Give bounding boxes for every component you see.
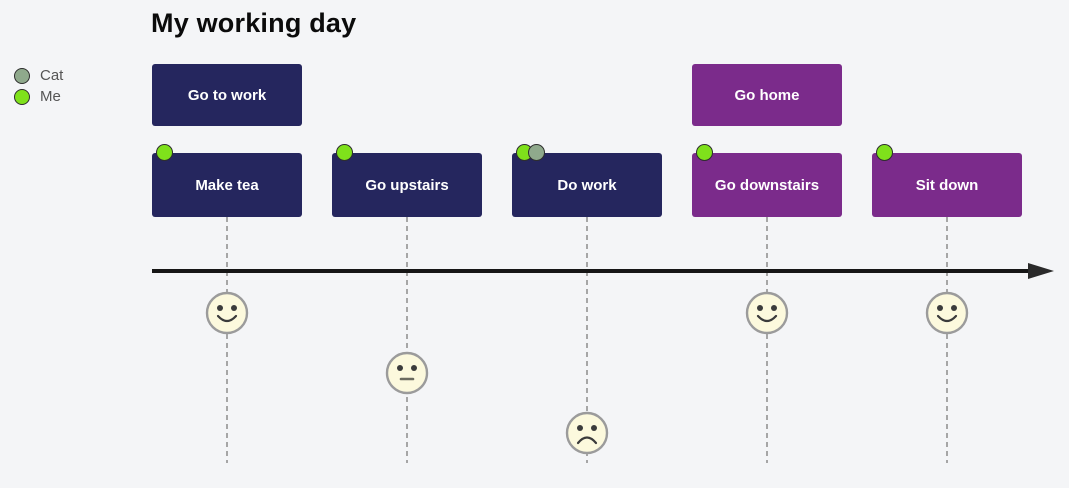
task-go-upstairs: Go upstairs (332, 144, 482, 217)
section-header-label: Go to work (187, 86, 267, 104)
legend-label-cat: Cat (40, 67, 64, 84)
time-axis-arrowhead-icon (1028, 263, 1054, 279)
legend-label-me: Me (40, 88, 61, 105)
me-actor-dot-icon (696, 144, 713, 161)
me-actor-dot-icon (876, 144, 893, 161)
diagram-title: My working day (151, 8, 357, 38)
task-do-work: Do work (512, 144, 662, 217)
legend: Cat Me (14, 65, 63, 107)
happy-face-icon (745, 291, 789, 335)
grid-line (586, 217, 588, 463)
cat-actor-dot-icon (14, 67, 30, 84)
task-label: Go upstairs (365, 176, 449, 194)
me-actor-dot-icon (336, 144, 353, 161)
me-actor-dot-icon (156, 144, 173, 161)
task-make-tea: Make tea (152, 144, 302, 217)
task-sit-down: Sit down (872, 144, 1022, 217)
legend-item-cat: Cat (14, 65, 63, 86)
legend-item-me: Me (14, 86, 63, 107)
grid-line (406, 217, 408, 463)
task-label: Make tea (195, 176, 259, 194)
section-header-label: Go home (734, 86, 800, 104)
cat-actor-dot-icon (528, 144, 545, 161)
happy-face-icon (925, 291, 969, 335)
neutral-face-icon (385, 351, 429, 395)
task-label: Do work (557, 176, 617, 194)
task-label: Go downstairs (714, 176, 820, 194)
section-header-go-home: Go home (692, 64, 842, 126)
sad-face-icon (565, 411, 609, 455)
task-go-downstairs: Go downstairs (692, 144, 842, 217)
task-label: Sit down (915, 176, 979, 194)
me-actor-dot-icon (14, 88, 30, 105)
happy-face-icon (205, 291, 249, 335)
grid-line (946, 217, 948, 463)
section-header-go-to-work: Go to work (152, 64, 302, 126)
grid-line (226, 217, 228, 463)
grid-line (766, 217, 768, 463)
time-axis (152, 269, 1030, 273)
